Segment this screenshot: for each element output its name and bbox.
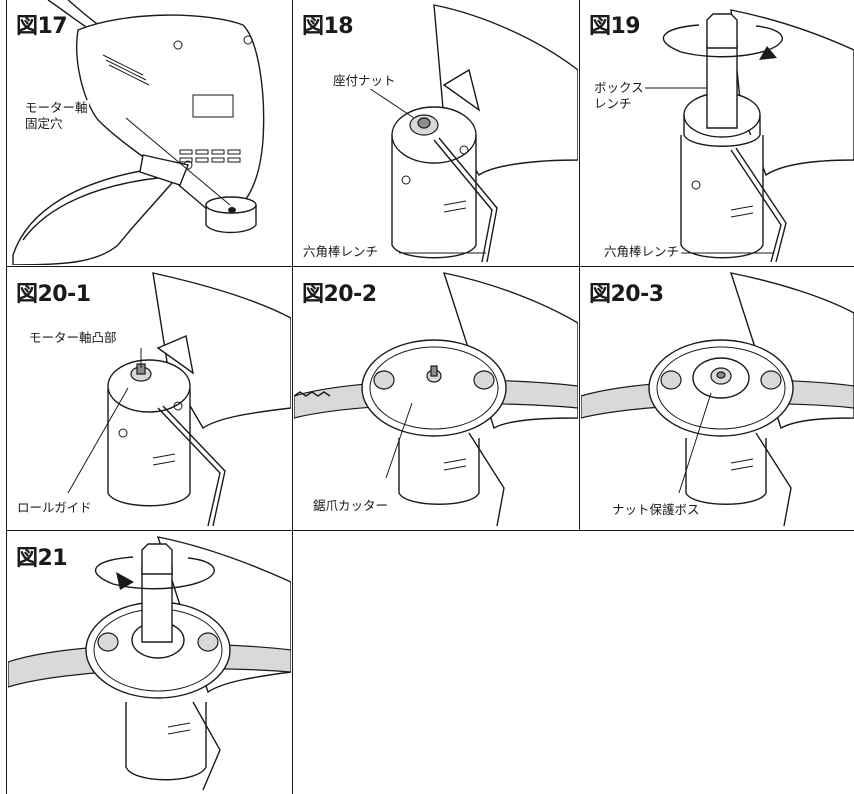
callout-label: 鋸爪カッター [312,498,390,514]
box-wrench-illustration [643,9,854,263]
callout-label: 座付ナット [332,73,397,89]
callout-label: 六角棒レンチ [302,244,380,260]
final-tighten-illustration [8,536,291,791]
grid-line [579,0,581,531]
callout-label: ロールガイド [16,500,93,516]
figure-title: 図17 [16,14,68,39]
callout-label: ナット保護ボス [611,502,701,518]
figure-title: 図19 [589,14,641,39]
grid-line [6,530,854,532]
instruction-sheet: 図17 モーター軸 固定穴 図18 座付ナット 六角棒レンチ [6,0,854,794]
panel-fig20-1: 図20-1 モーター軸凸部 ロールガイド [8,268,291,529]
figure-title: 図20-3 [589,282,664,307]
figure-title: 図21 [16,546,68,571]
callout-label: ボックス レンチ [593,80,645,112]
grid-line [6,266,854,268]
motor-housing-illustration [12,0,265,265]
panel-fig18: 図18 座付ナット 六角棒レンチ [294,0,578,265]
grid-line [6,0,8,794]
figure-title: 図20-2 [302,282,377,307]
callout-label: モーター軸 固定穴 [24,100,89,132]
panel-fig21: 図21 [8,532,291,794]
figure-title: 図20-1 [16,282,91,307]
saw-cutter-illustration [294,272,578,527]
panel-fig19: 図19 ボックス レンチ 六角棒レンチ [581,0,854,265]
panel-fig17: 図17 モーター軸 固定穴 [8,0,291,265]
figure-title: 図18 [302,14,354,39]
callout-label: 六角棒レンチ [603,244,681,260]
panel-fig20-2: 図20-2 鋸爪カッター [294,268,578,529]
grid-line [292,0,294,794]
roll-guide-illustration [67,272,291,527]
nut-boss-illustration [581,272,854,527]
motor-shaft-nut-illustration [368,4,578,263]
callout-label: モーター軸凸部 [28,330,118,346]
panel-fig20-3: 図20-3 ナット保護ボス [581,268,854,529]
